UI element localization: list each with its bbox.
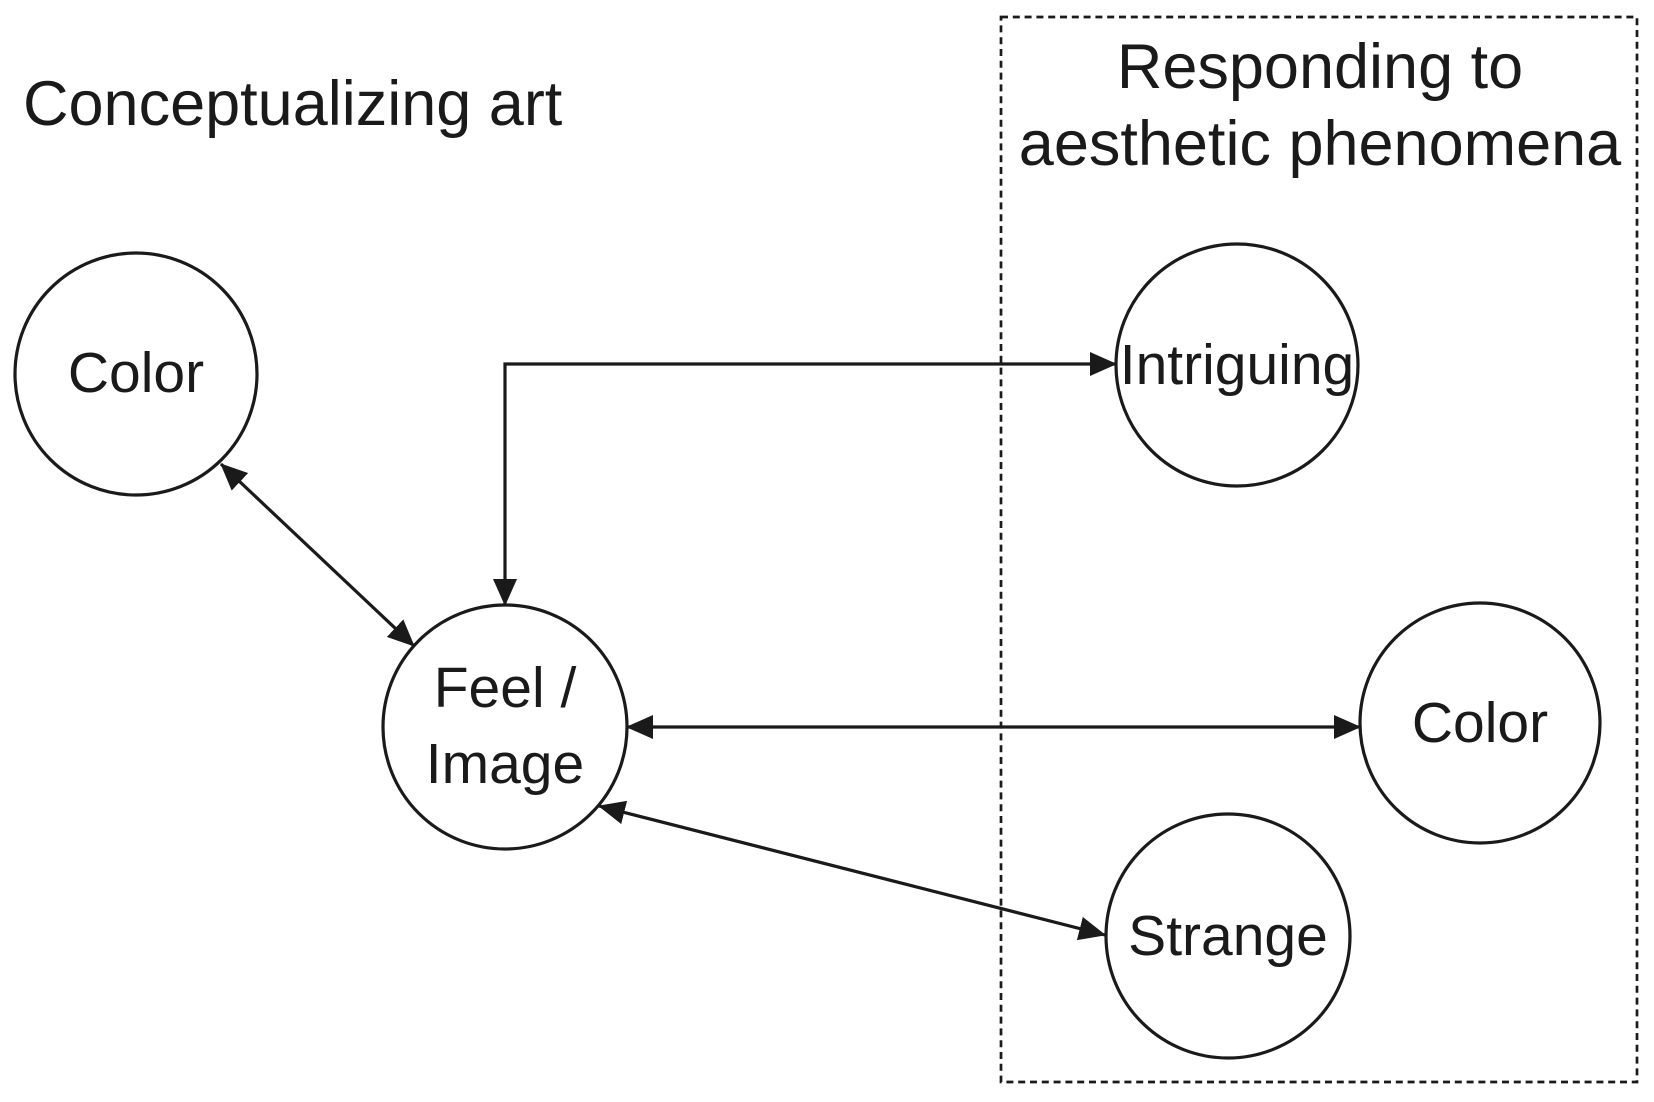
node-feel-image-circle xyxy=(381,603,629,851)
node-feel-image: Feel / Image xyxy=(381,603,629,851)
node-feel-image-label-line2: Image xyxy=(426,732,584,796)
node-strange-label: Strange xyxy=(1128,904,1328,968)
left-region-title: Conceptualizing art xyxy=(23,69,563,139)
edge-feel-image-intriguing xyxy=(493,352,1117,606)
node-color-right-circle xyxy=(1358,601,1602,845)
node-color-right-label: Color xyxy=(1412,691,1548,755)
node-color-right: Color xyxy=(1358,601,1602,845)
node-intriguing-label: Intriguing xyxy=(1120,333,1355,397)
node-intriguing: Intriguing xyxy=(1114,242,1360,488)
node-strange-circle xyxy=(1104,812,1352,1060)
node-color-left-label: Color xyxy=(68,341,204,405)
node-strange: Strange xyxy=(1104,812,1352,1060)
edge-color-left-feel-image xyxy=(219,462,416,648)
node-feel-image-label-line1: Feel / xyxy=(434,656,577,720)
node-color-left-circle xyxy=(13,251,259,497)
edge-feel-image-strange xyxy=(598,800,1106,941)
node-color-left: Color xyxy=(13,251,259,497)
node-intriguing-circle xyxy=(1114,242,1360,488)
right-region-title-line2: aesthetic phenomena xyxy=(1019,109,1622,179)
right-region-title-line1: Responding to xyxy=(1117,32,1523,102)
